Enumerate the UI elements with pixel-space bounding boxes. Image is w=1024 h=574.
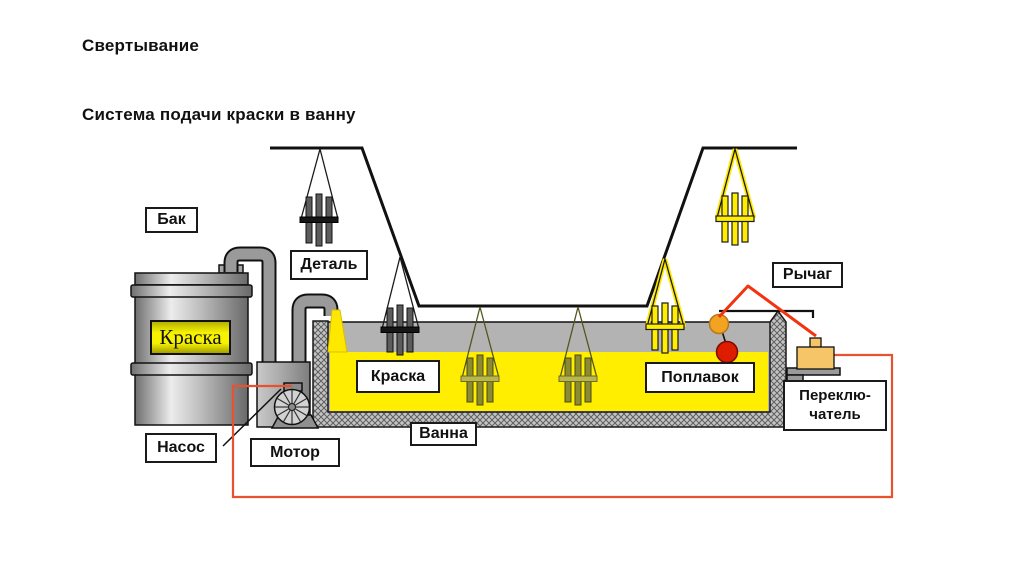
- part-unpainted-1: [299, 148, 339, 247]
- pump: [256, 361, 320, 429]
- inlet-pipe: [223, 246, 277, 364]
- bath-wall: [312, 309, 787, 428]
- label-float: Поплавок: [645, 362, 755, 393]
- float-upper-ball: [708, 313, 730, 335]
- part-painted-1: [644, 258, 687, 354]
- float: [708, 309, 815, 364]
- conveyor-line: [270, 146, 797, 308]
- label-switch-line2: чатель: [809, 405, 861, 423]
- wire: [231, 353, 894, 499]
- label-motor: Мотор: [250, 438, 340, 467]
- page-title: Свертывание: [82, 36, 200, 55]
- motor-fan-wheel: [273, 388, 311, 426]
- outlet-pipe: [291, 293, 339, 364]
- float-lower-ball: [715, 340, 739, 364]
- label-switch: Переклю- чатель: [783, 380, 887, 431]
- barrel-rib-bottom: [130, 362, 253, 376]
- label-tank: Бак: [145, 207, 198, 233]
- part-submerged-2: [558, 306, 598, 406]
- lever-rod: [717, 284, 817, 338]
- label-bath: Ванна: [410, 422, 477, 446]
- label-switch-line1: Переклю-: [799, 386, 871, 404]
- label-pump: Насос: [145, 433, 217, 463]
- part-unpainted-2: [380, 256, 420, 356]
- paint-spray: [327, 309, 348, 353]
- label-part: Деталь: [290, 250, 368, 280]
- page-subtitle: Система подачи краски в ванну: [82, 105, 356, 124]
- part-submerged-1: [460, 306, 500, 406]
- label-bath-paint: Краска: [356, 360, 440, 393]
- label-barrel-paint: Краска: [150, 320, 231, 355]
- barrel-rib-top: [130, 284, 253, 298]
- switch-body: [796, 346, 835, 370]
- float-bracket: [719, 309, 815, 318]
- part-painted-2: [714, 148, 757, 246]
- switch: [786, 337, 841, 383]
- label-lever: Рычаг: [772, 262, 843, 288]
